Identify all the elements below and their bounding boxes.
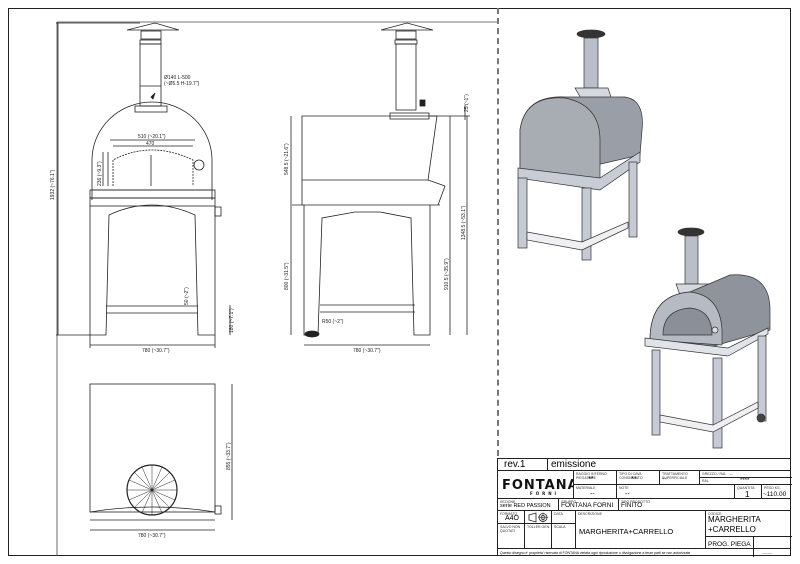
grezzo-value: -- <box>730 471 733 476</box>
note-value: -- <box>625 491 630 498</box>
dim-top-width: 780 (~30.7") <box>138 533 166 539</box>
front-view <box>56 22 231 348</box>
dim-flue-imperial: (~Ø5.5 H-19.7") <box>164 81 200 87</box>
dim-dome-height: 548.5 (~21.6") <box>284 143 290 175</box>
descrizione-value: MARGHERITA+CARRELLO <box>579 527 674 536</box>
sezione-value: serie RED PASSION <box>500 503 551 509</box>
codice-value-line-2: +CARRELLO <box>708 525 756 534</box>
dim-inner-width: 470 <box>146 141 155 147</box>
group-row: SEZIONE serie RED PASSION GRUPPO FONTANA… <box>498 499 790 511</box>
view-separator <box>497 8 499 456</box>
dim-depth: 855 (~33.7") <box>226 442 232 470</box>
revision-row: rev.1 emissione <box>498 459 790 471</box>
formato-value: A4O <box>505 515 520 522</box>
gruppo-value: FONTANA FORNI <box>561 502 614 509</box>
tipo-prodotto-value: FINITO <box>621 502 643 509</box>
dim-collar: 25 (~1") <box>464 94 470 112</box>
company-logo: FONTANA FORNI <box>498 471 574 498</box>
disclaimer-text: Questo disegno e' proprieta' riservata d… <box>500 551 691 555</box>
dim-overall-height: 1932 (~76.1") <box>50 169 56 200</box>
prog-piega-label: PROG. PIEGA <box>708 541 751 548</box>
dim-wheel-radius: R50 (~2") <box>322 319 344 325</box>
dim-foot: 180 (~7.1") <box>229 308 235 333</box>
dim-stand-height: 800 (~31.5") <box>284 262 290 290</box>
sheet-frame <box>8 8 791 556</box>
dim-side-width: 780 (~30.7") <box>353 348 381 354</box>
prog-piega-value: -------- <box>762 550 773 555</box>
title-block: rev.1 emissione FONTANA FORNI RAGGIO INT… <box>497 458 792 557</box>
dim-mouth-width: 510 (~20.1") <box>138 134 166 140</box>
revision-number: rev.1 <box>504 459 526 470</box>
top-view <box>89 383 233 531</box>
side-view <box>290 22 470 346</box>
trattamento-value: -- <box>662 476 667 483</box>
first-angle-projection-icon <box>528 512 548 523</box>
raggio-value: ** <box>588 476 594 483</box>
quantita-value: 1 <box>745 490 750 499</box>
codice-value-line-1: MARGHERITA <box>708 515 761 524</box>
spec-row: FONTANA FORNI RAGGIO INTERNO PIEGATURE *… <box>498 471 792 499</box>
dim-shelf: 50 (~2") <box>184 287 190 305</box>
materiale-value: -- <box>590 491 595 498</box>
disclaimer-row: Questo disegno e' proprieta' riservata d… <box>498 549 790 557</box>
projection-symbol <box>525 511 552 524</box>
description-row: FORMATO A4O DATA SALVO NON QUOTATI <box>498 511 792 549</box>
ral-value: **** <box>740 478 750 484</box>
dim-mouth-height: 236 (~9.3") <box>97 161 103 186</box>
revision-description: emissione <box>551 459 597 470</box>
dim-front-width: 780 (~30.7") <box>142 348 170 354</box>
iso-view-front <box>644 227 771 449</box>
dim-flue: Ø140 L-500 <box>164 75 191 81</box>
iso-view-back <box>517 29 643 261</box>
dim-top-height: 910.5 (~35.9") <box>444 258 450 290</box>
dim-total-top: 1348.5 (~53.1") <box>461 205 467 240</box>
peso-value: ~110.00 <box>763 491 787 498</box>
tipo-cava-value: ** <box>631 476 637 483</box>
